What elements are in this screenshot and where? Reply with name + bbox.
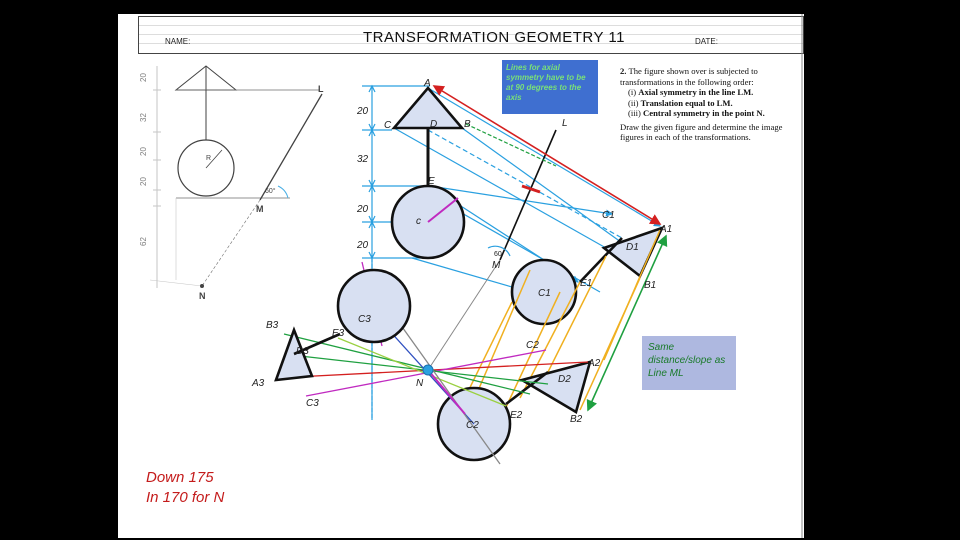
label-N: N — [416, 378, 424, 389]
label-B1: B1 — [644, 280, 656, 291]
down-note: Down 175 In 170 for N — [146, 468, 224, 508]
image-figure-3 — [274, 268, 412, 382]
central-symmetry-lines — [275, 261, 589, 465]
original-figure: 20 32 20 20 62 L M N 60° R — [139, 65, 324, 301]
page-title: TRANSFORMATION GEOMETRY 11 — [363, 29, 625, 46]
orig-label-N: N — [199, 291, 206, 301]
question-text: 2. The figure shown over is subjected to… — [620, 66, 795, 143]
axial-distance-arrow — [432, 85, 662, 225]
question-step-3: (iii) Central symmetry in the point N. — [628, 108, 765, 118]
label-C: C — [384, 120, 392, 131]
label-E: E — [428, 176, 435, 187]
dim-label-3: 20 — [356, 204, 369, 215]
label-c3: C3 — [358, 314, 371, 325]
label-D3: D3 — [296, 346, 309, 357]
label-angle: 60 — [494, 251, 502, 258]
label-D: D — [430, 119, 437, 130]
label-C2: C2 — [526, 340, 539, 351]
question-step-2: (ii) Translation equal to LM. — [628, 97, 733, 108]
label-C1: C1 — [602, 210, 615, 221]
question-number: 2. — [620, 66, 627, 76]
label-B2: B2 — [570, 414, 583, 425]
axis-LM — [499, 129, 557, 261]
centre-point-N — [422, 364, 434, 376]
question-instruction: Draw the given figure and determine the … — [620, 121, 783, 143]
label-c2: C2 — [466, 420, 479, 431]
orig-dim-62: 62 — [139, 237, 148, 246]
orig-label-M: M — [256, 204, 264, 214]
translation-distance-arrow — [586, 234, 668, 412]
orig-angle-label: 60° — [265, 187, 276, 195]
label-B3: B3 — [266, 320, 279, 331]
label-A3: A3 — [251, 378, 265, 389]
axis-to-N — [427, 259, 501, 371]
label-B: B — [464, 119, 471, 130]
label-A: A — [423, 78, 431, 89]
label-D1: D1 — [626, 242, 639, 253]
orig-dim-32: 32 — [139, 113, 148, 122]
orig-dim-20a: 20 — [139, 73, 148, 82]
title-block: NAME: TRANSFORMATION GEOMETRY 11 DATE: — [138, 16, 804, 54]
date-label: DATE: — [695, 37, 718, 46]
label-E3: E3 — [332, 328, 345, 339]
name-label: NAME: — [165, 37, 191, 46]
dim-label-2: 32 — [357, 154, 369, 165]
angle-arc — [487, 245, 511, 257]
label-E1: E1 — [580, 278, 592, 289]
orig-dim-20b: 20 — [139, 147, 148, 156]
axial-guide — [465, 123, 557, 167]
given-figure — [390, 85, 466, 260]
orig-radius-label: R — [206, 155, 211, 162]
label-M: M — [492, 260, 501, 271]
dim-label-1: 20 — [356, 106, 369, 117]
down-note-line-1: Down 175 — [146, 469, 214, 486]
label-c1: C1 — [538, 288, 551, 299]
label-D2: D2 — [558, 374, 571, 385]
label-A2: A2 — [587, 358, 601, 369]
label-A1: A1 — [659, 224, 672, 235]
question-intro: The figure shown over is subjected to tr… — [620, 66, 758, 87]
down-note-line-2: In 170 for N — [146, 489, 225, 506]
axial-symmetry-note: Lines for axial symmetry have to be at 9… — [502, 60, 598, 114]
label-c-center: c — [416, 216, 421, 227]
orig-label-L: L — [318, 84, 324, 94]
label-L: L — [562, 118, 568, 129]
same-distance-note: Same distance/slope as Line ML — [642, 336, 736, 390]
question-step-1: (i) Axial symmetry in the line LM. — [628, 87, 754, 97]
dim-label-4: 20 — [356, 240, 369, 251]
label-E2: E2 — [510, 410, 523, 421]
label-C3: C3 — [306, 398, 319, 409]
orig-dim-20c: 20 — [139, 177, 148, 186]
